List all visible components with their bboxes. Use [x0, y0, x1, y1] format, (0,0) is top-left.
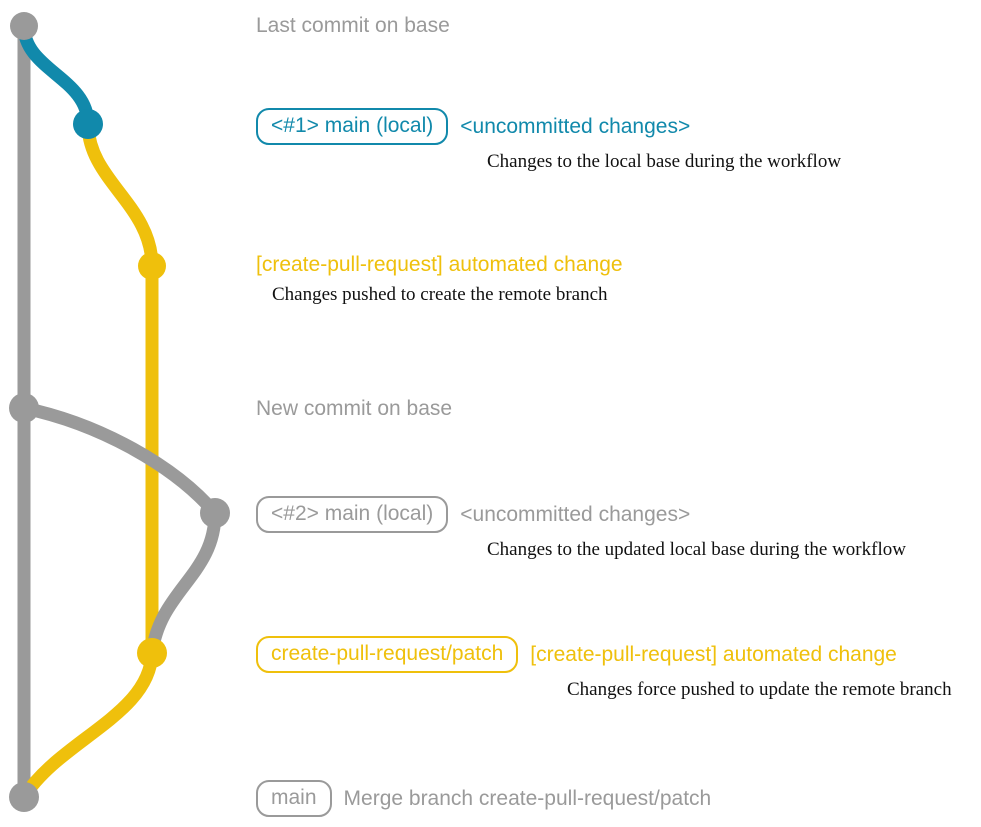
commit-subject-local-1: <uncommitted changes>: [460, 114, 691, 138]
commit-subject-merge: Merge branch create-pull-request/patch: [343, 786, 712, 810]
row-merge-commit: main Merge branch create-pull-request/pa…: [256, 780, 711, 817]
row-local-commit-1: <#1> main (local) <uncommitted changes> …: [256, 108, 841, 174]
commit-node-local-1[interactable]: [73, 109, 103, 139]
commit-description-local-2: Changes to the updated local base during…: [487, 539, 906, 560]
row-patch-commit-2-main: create-pull-request/patch [create-pull-r…: [256, 636, 897, 673]
ref-pill-main[interactable]: main: [256, 780, 332, 817]
commit-node-base-head[interactable]: [10, 12, 38, 40]
ref-pill-create-pull-request-patch[interactable]: create-pull-request/patch: [256, 636, 519, 673]
row-patch-commit-1-main: [create-pull-request] automated change: [256, 252, 623, 278]
commit-description-patch-1: Changes pushed to create the remote bran…: [272, 284, 608, 305]
commit-node-patch-1[interactable]: [138, 252, 166, 280]
updated-local-branch-line: [17, 401, 222, 520]
row-patch-commit-1: [create-pull-request] automated change C…: [256, 252, 623, 307]
commit-node-local-2[interactable]: [200, 498, 230, 528]
heading-new-commit-on-base: New commit on base: [256, 397, 453, 420]
heading-last-commit-on-base: Last commit on base: [256, 14, 450, 37]
row-local-commit-2-main: <#2> main (local) <uncommitted changes>: [256, 496, 690, 533]
commit-node-patch-2[interactable]: [137, 638, 167, 668]
commit-node-base-merge[interactable]: [9, 782, 39, 812]
row-patch-commit-2: create-pull-request/patch [create-pull-r…: [256, 636, 952, 702]
commit-description-patch-2: Changes force pushed to update the remot…: [567, 679, 952, 700]
row-local-commit-2: <#2> main (local) <uncommitted changes> …: [256, 496, 906, 562]
commit-description-local-1: Changes to the local base during the wor…: [487, 151, 842, 172]
ref-pill-main-local-1[interactable]: <#1> main (local): [256, 108, 449, 145]
row-local-commit-1-main: <#1> main (local) <uncommitted changes>: [256, 108, 690, 145]
updated-local-to-patch-line: [145, 506, 222, 660]
ref-pill-main-local-2[interactable]: <#2> main (local): [256, 496, 449, 533]
commit-node-base-new[interactable]: [9, 393, 39, 423]
row-merge-commit-main: main Merge branch create-pull-request/pa…: [256, 780, 711, 817]
commit-subject-patch-2: [create-pull-request] automated change: [530, 642, 897, 666]
commit-subject-local-2: <uncommitted changes>: [460, 502, 691, 526]
commit-subject-patch-1: [create-pull-request] automated change: [256, 253, 623, 276]
patch-merge-line: [17, 646, 159, 804]
